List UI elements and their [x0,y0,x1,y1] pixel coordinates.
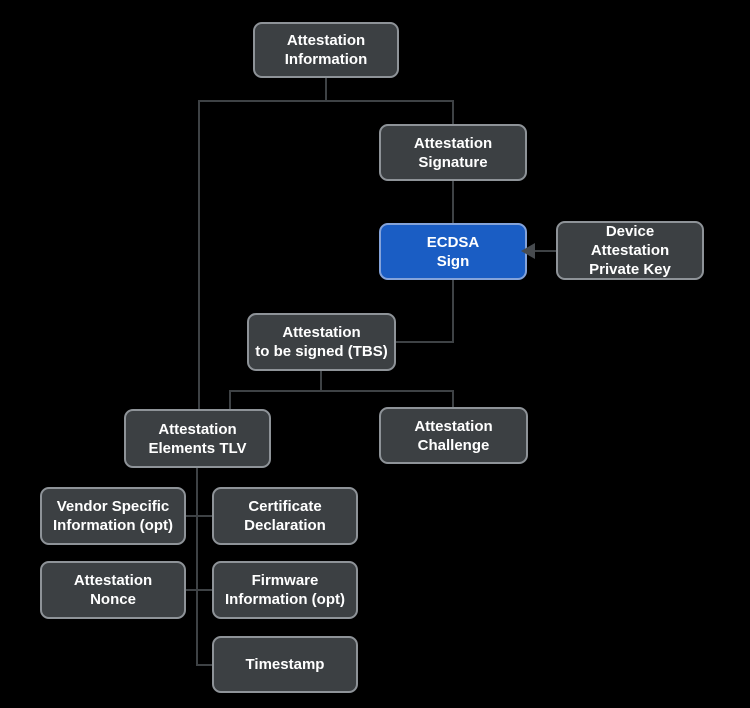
connector-tbs-down [320,371,322,392]
connector-to-timestamp [196,664,212,666]
connector-tbs-split [229,390,454,392]
connector-privatekey-ecdsa [532,250,557,252]
connector-tbs-elements [229,390,231,409]
node-attestation-elements-tlv: Attestation Elements TLV [124,409,271,468]
node-ecdsa-sign: ECDSA Sign [379,223,527,280]
node-attestation-nonce: Attestation Nonce [40,561,186,619]
node-certificate-declaration: Certificate Declaration [212,487,358,545]
connector-signature-ecdsa [452,180,454,223]
node-attestation-information: Attestation Information [253,22,399,78]
node-device-attestation-private-key: Device Attestation Private Key [556,221,704,280]
connector-ecdsa-tbs [396,341,454,343]
connector-nonce-firmware [186,589,212,591]
node-attestation-challenge: Attestation Challenge [379,407,528,464]
node-attestation-tbs: Attestation to be signed (TBS) [247,313,396,371]
connector-ecdsa-down [452,280,454,343]
connector-to-elements-tlv [198,100,200,409]
node-timestamp: Timestamp [212,636,358,693]
node-firmware-information: Firmware Information (opt) [212,561,358,619]
node-vendor-specific-information: Vendor Specific Information (opt) [40,487,186,545]
node-attestation-signature: Attestation Signature [379,124,527,181]
connector-vendor-certificate [186,515,212,517]
connector-to-signature [452,100,454,124]
connector-tbs-challenge [452,390,454,407]
connector-info-split [198,100,454,102]
connector-info-down [325,78,327,102]
arrowhead-into-ecdsa-icon [521,243,535,259]
connector-elements-trunk [196,468,198,666]
